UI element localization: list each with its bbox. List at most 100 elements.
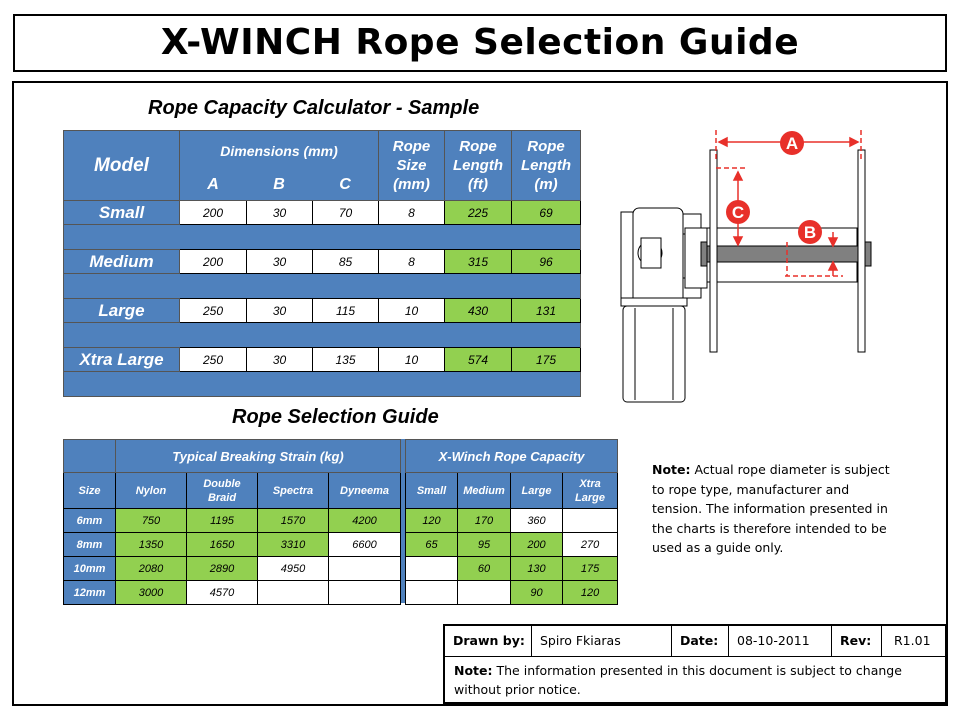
shaft-left (700, 241, 708, 267)
header-length-ft-2: Length (453, 157, 504, 174)
label-a-badge (780, 131, 804, 155)
capacity-cell-small: 120 (405, 508, 458, 533)
col-double-braid-1: Double (203, 477, 241, 490)
cell-b: 30 (246, 249, 313, 274)
size-cell: 12mm (63, 580, 116, 605)
strain-cell-dyneema (327, 580, 402, 605)
capacity-table: Model Dimensions (mm) A B C Rope Size (m… (62, 130, 582, 397)
col-nylon: Nylon (115, 472, 187, 509)
col-large: Large (510, 472, 563, 509)
capacity-cell-small (405, 580, 458, 605)
strain-cell-double-braid: 1650 (186, 532, 258, 557)
selection-title: Rope Selection Guide (232, 406, 439, 428)
drawn-by-label: Drawn by: (445, 626, 532, 656)
strain-cell-dyneema (327, 556, 402, 581)
strain-cell-spectra: 1570 (257, 508, 329, 533)
capacity-cell-large: 90 (510, 580, 563, 605)
page-title: X-WINCH Rope Selection Guide (160, 22, 800, 63)
strain-cell-nylon: 3000 (115, 580, 187, 605)
note-label: Note: (652, 462, 691, 477)
cell-b: 30 (246, 347, 313, 372)
header-length-ft-1: Rope (459, 138, 497, 155)
capacity-cell-xtra-large: 120 (561, 580, 619, 605)
spacer-row (62, 371, 582, 397)
rev-label: Rev: (832, 626, 882, 656)
model-cell: Xtra Large (63, 347, 180, 372)
model-cell: Medium (63, 249, 180, 274)
cell-c: 135 (311, 347, 380, 372)
capacity-cell-xtra-large (561, 508, 619, 533)
label-c: C (732, 203, 744, 222)
motor-body (622, 305, 686, 403)
capacity-cell-small: 65 (405, 532, 458, 557)
header-rope-size-1: Rope (392, 138, 431, 155)
shaft-right (864, 241, 872, 267)
header-rope-length-m: Rope Length (m) (511, 130, 582, 201)
model-cell: Small (63, 200, 180, 225)
main-frame (12, 81, 948, 706)
header-length-m-2: Length (521, 157, 572, 174)
cell-a: 250 (179, 298, 247, 323)
cell-size: 8 (378, 249, 446, 274)
capacity-cell-large: 200 (510, 532, 563, 557)
cell-c: 115 (311, 298, 380, 323)
breaking-strain-table: Typical Breaking Strain (kg) Size Nylon … (63, 439, 402, 605)
capacity-cell-small (405, 556, 458, 581)
note: Note: Actual rope diameter is subject to… (652, 460, 902, 558)
strain-cell-nylon: 750 (115, 508, 187, 533)
table-row: Small 200 30 70 8 225 69 (63, 200, 582, 225)
spacer-row (62, 224, 582, 250)
header-a: A (207, 176, 219, 193)
dim-a-arrow-right (849, 136, 860, 148)
date-label: Date: (672, 626, 729, 656)
cell-length-ft: 315 (444, 249, 513, 274)
header-length-m-1: Rope (527, 138, 565, 155)
header-dimensions: Dimensions (mm) A B C (178, 130, 380, 201)
header-model: Model (63, 130, 180, 201)
strain-cell-double-braid: 1195 (186, 508, 258, 533)
cell-size: 8 (378, 200, 446, 225)
cell-length-ft: 574 (444, 347, 513, 372)
size-cell: 10mm (63, 556, 116, 581)
strain-cell-spectra (257, 580, 329, 605)
cell-a: 250 (179, 347, 247, 372)
col-xtra-large-2: Large (575, 491, 605, 504)
table-row: Xtra Large 250 30 135 10 574 175 (63, 347, 582, 372)
cell-a: 200 (179, 249, 247, 274)
cell-length-ft: 225 (444, 200, 513, 225)
cell-size: 10 (378, 347, 446, 372)
capacity-cell-medium: 170 (457, 508, 511, 533)
cell-size: 10 (378, 298, 446, 323)
cell-c: 70 (311, 200, 380, 225)
dim-b-arrow-top (827, 237, 839, 248)
size-cell: 6mm (63, 508, 116, 533)
footer-note-label: Note: (454, 663, 493, 678)
strain-cell-dyneema: 6600 (327, 532, 402, 557)
spacer-row (62, 273, 582, 299)
dim-c-arrow-top (732, 170, 744, 181)
capacity-cell-medium (457, 580, 511, 605)
model-cell: Large (63, 298, 180, 323)
cell-length-ft: 430 (444, 298, 513, 323)
label-b-badge (798, 220, 822, 244)
cell-length-m: 96 (511, 249, 582, 274)
strain-cell-double-braid: 4570 (186, 580, 258, 605)
flange-right (857, 149, 866, 353)
calculator-title: Rope Capacity Calculator - Sample (148, 97, 480, 119)
title-box: X-WINCH Rope Selection Guide (13, 14, 947, 72)
cell-length-m: 131 (511, 298, 582, 323)
header-c: C (339, 176, 351, 193)
col-xtra-large-1: Xtra (579, 477, 601, 490)
capacity-cell-large: 360 (510, 508, 563, 533)
capacity-cell-xtra-large: 270 (561, 532, 619, 557)
header-length-ft-3: (ft) (468, 176, 488, 193)
cell-a: 200 (179, 200, 247, 225)
note-text: Actual rope diameter is subject to rope … (652, 462, 890, 555)
cell-length-m: 69 (511, 200, 582, 225)
